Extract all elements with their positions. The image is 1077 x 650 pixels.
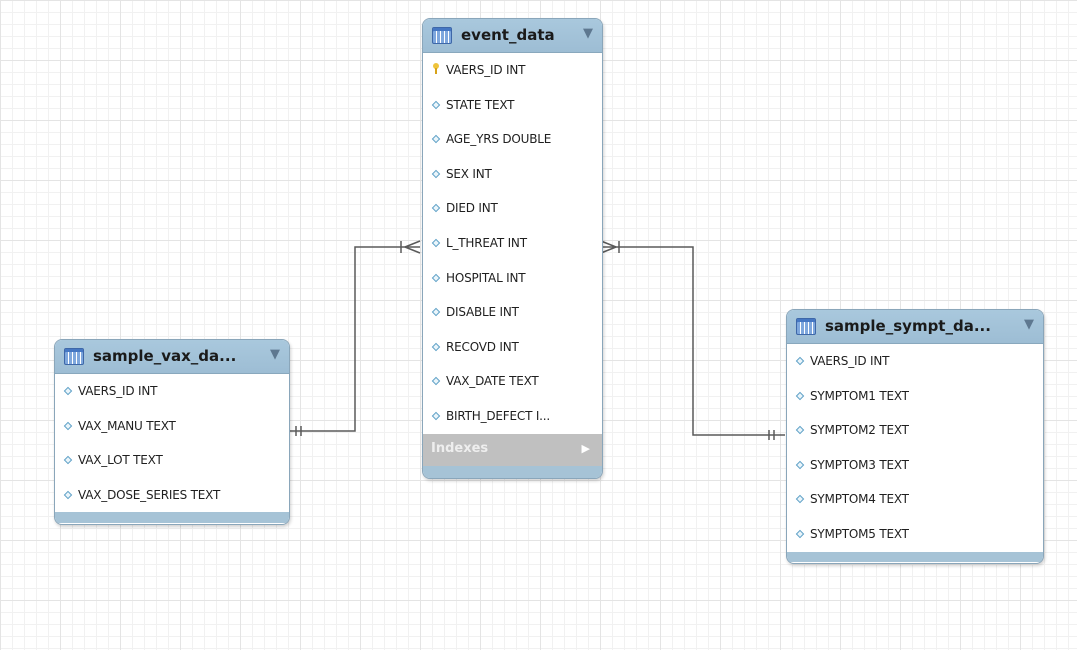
column-diamond-icon xyxy=(431,134,441,144)
table-header[interactable]: sample_vax_da... ▼ xyxy=(55,340,289,374)
table-footer xyxy=(423,465,602,478)
column-label: RECOVD INT xyxy=(446,339,519,354)
collapse-arrow-icon[interactable]: ▼ xyxy=(270,347,280,362)
table-icon xyxy=(432,27,452,44)
column-row[interactable]: VAERS_ID INT xyxy=(423,53,602,88)
column-row[interactable]: BIRTH_DEFECT I... xyxy=(423,399,602,434)
column-label: SYMPTOM4 TEXT xyxy=(810,492,909,507)
collapse-arrow-icon[interactable]: ▼ xyxy=(583,26,593,41)
indexes-label: Indexes xyxy=(431,440,489,456)
table-header[interactable]: event_data ▼ xyxy=(423,19,602,53)
table-title: sample_vax_da... xyxy=(93,347,237,365)
column-row[interactable]: SYMPTOM1 TEXT xyxy=(787,379,1043,414)
column-label: VAX_DATE TEXT xyxy=(446,374,539,389)
column-diamond-icon xyxy=(795,391,805,400)
column-row[interactable]: DISABLE INT xyxy=(423,295,602,330)
column-label: STATE TEXT xyxy=(446,97,515,112)
table-title: event_data xyxy=(461,26,555,44)
table-title: sample_sympt_da... xyxy=(825,317,991,335)
expand-arrow-icon[interactable]: ▶ xyxy=(581,441,590,455)
column-diamond-icon xyxy=(431,169,441,179)
column-diamond-icon xyxy=(63,490,73,500)
primary-key-icon xyxy=(433,63,439,74)
column-label: SYMPTOM2 TEXT xyxy=(810,423,909,438)
relationship-vax-event[interactable] xyxy=(289,240,421,436)
column-row[interactable]: VAX_DOSE_SERIES TEXT xyxy=(55,478,289,513)
column-row[interactable]: VAERS_ID INT xyxy=(55,374,289,409)
column-label: VAX_DOSE_SERIES TEXT xyxy=(78,487,221,502)
column-row[interactable]: HOSPITAL INT xyxy=(423,261,602,296)
column-diamond-icon xyxy=(63,386,73,396)
column-label: SYMPTOM3 TEXT xyxy=(810,457,909,472)
column-label: SYMPTOM1 TEXT xyxy=(810,388,909,403)
column-row[interactable]: VAERS_ID INT xyxy=(787,344,1043,379)
column-diamond-icon xyxy=(431,100,441,109)
column-diamond-icon xyxy=(63,455,73,465)
column-row[interactable]: SYMPTOM2 TEXT xyxy=(787,413,1043,448)
column-label: L_THREAT INT xyxy=(446,235,527,250)
column-label: VAX_LOT TEXT xyxy=(78,453,163,468)
collapse-arrow-icon[interactable]: ▼ xyxy=(1024,317,1034,332)
column-diamond-icon xyxy=(431,204,441,213)
column-label: SEX INT xyxy=(446,166,492,181)
column-row[interactable]: RECOVD INT xyxy=(423,330,602,365)
column-diamond-icon xyxy=(431,411,441,421)
column-diamond-icon xyxy=(431,273,441,282)
column-row[interactable]: SYMPTOM4 TEXT xyxy=(787,482,1043,517)
column-diamond-icon xyxy=(431,238,441,248)
column-label: SYMPTOM5 TEXT xyxy=(810,526,909,541)
column-label: HOSPITAL INT xyxy=(446,270,526,285)
column-row[interactable]: L_THREAT INT xyxy=(423,226,602,261)
column-diamond-icon xyxy=(795,460,805,470)
column-diamond-icon xyxy=(431,377,441,386)
column-diamond-icon xyxy=(431,307,441,317)
column-label: VAX_MANU TEXT xyxy=(78,418,176,433)
column-diamond-icon xyxy=(63,421,73,430)
relationship-sympt-event[interactable] xyxy=(600,240,785,440)
table-event-data[interactable]: event_data ▼ VAERS_ID INT STATE TEXT AGE… xyxy=(422,18,603,479)
table-footer xyxy=(787,551,1043,562)
column-row[interactable]: STATE TEXT xyxy=(423,88,602,123)
table-footer xyxy=(55,512,289,524)
column-diamond-icon xyxy=(795,495,805,504)
column-row[interactable]: DIED INT xyxy=(423,191,602,226)
table-header[interactable]: sample_sympt_da... ▼ xyxy=(787,310,1043,344)
table-icon xyxy=(796,318,816,335)
column-diamond-icon xyxy=(795,529,805,539)
column-row[interactable]: VAX_LOT TEXT xyxy=(55,443,289,478)
column-diamond-icon xyxy=(795,425,805,435)
indexes-section[interactable]: Indexes ▶ xyxy=(423,433,602,466)
column-row[interactable]: SEX INT xyxy=(423,157,602,192)
column-label: DIED INT xyxy=(446,201,498,216)
column-label: VAERS_ID INT xyxy=(78,384,158,398)
column-label: VAERS_ID INT xyxy=(810,354,890,368)
column-diamond-icon xyxy=(431,342,441,351)
table-icon xyxy=(64,348,84,365)
column-row[interactable]: SYMPTOM3 TEXT xyxy=(787,448,1043,483)
column-row[interactable]: AGE_YRS DOUBLE xyxy=(423,122,602,157)
column-row[interactable]: SYMPTOM5 TEXT xyxy=(787,517,1043,552)
column-row[interactable]: VAX_MANU TEXT xyxy=(55,409,289,444)
table-sample-sympt-data[interactable]: sample_sympt_da... ▼ VAERS_ID INT SYMPTO… xyxy=(786,309,1044,564)
column-label: DISABLE INT xyxy=(446,305,519,320)
column-label: AGE_YRS DOUBLE xyxy=(446,132,552,147)
column-diamond-icon xyxy=(795,356,805,366)
column-label: VAERS_ID INT xyxy=(446,63,526,77)
table-sample-vax-data[interactable]: sample_vax_da... ▼ VAERS_ID INT VAX_MANU… xyxy=(54,339,290,525)
column-row[interactable]: VAX_DATE TEXT xyxy=(423,364,602,399)
column-label: BIRTH_DEFECT I... xyxy=(446,408,551,423)
